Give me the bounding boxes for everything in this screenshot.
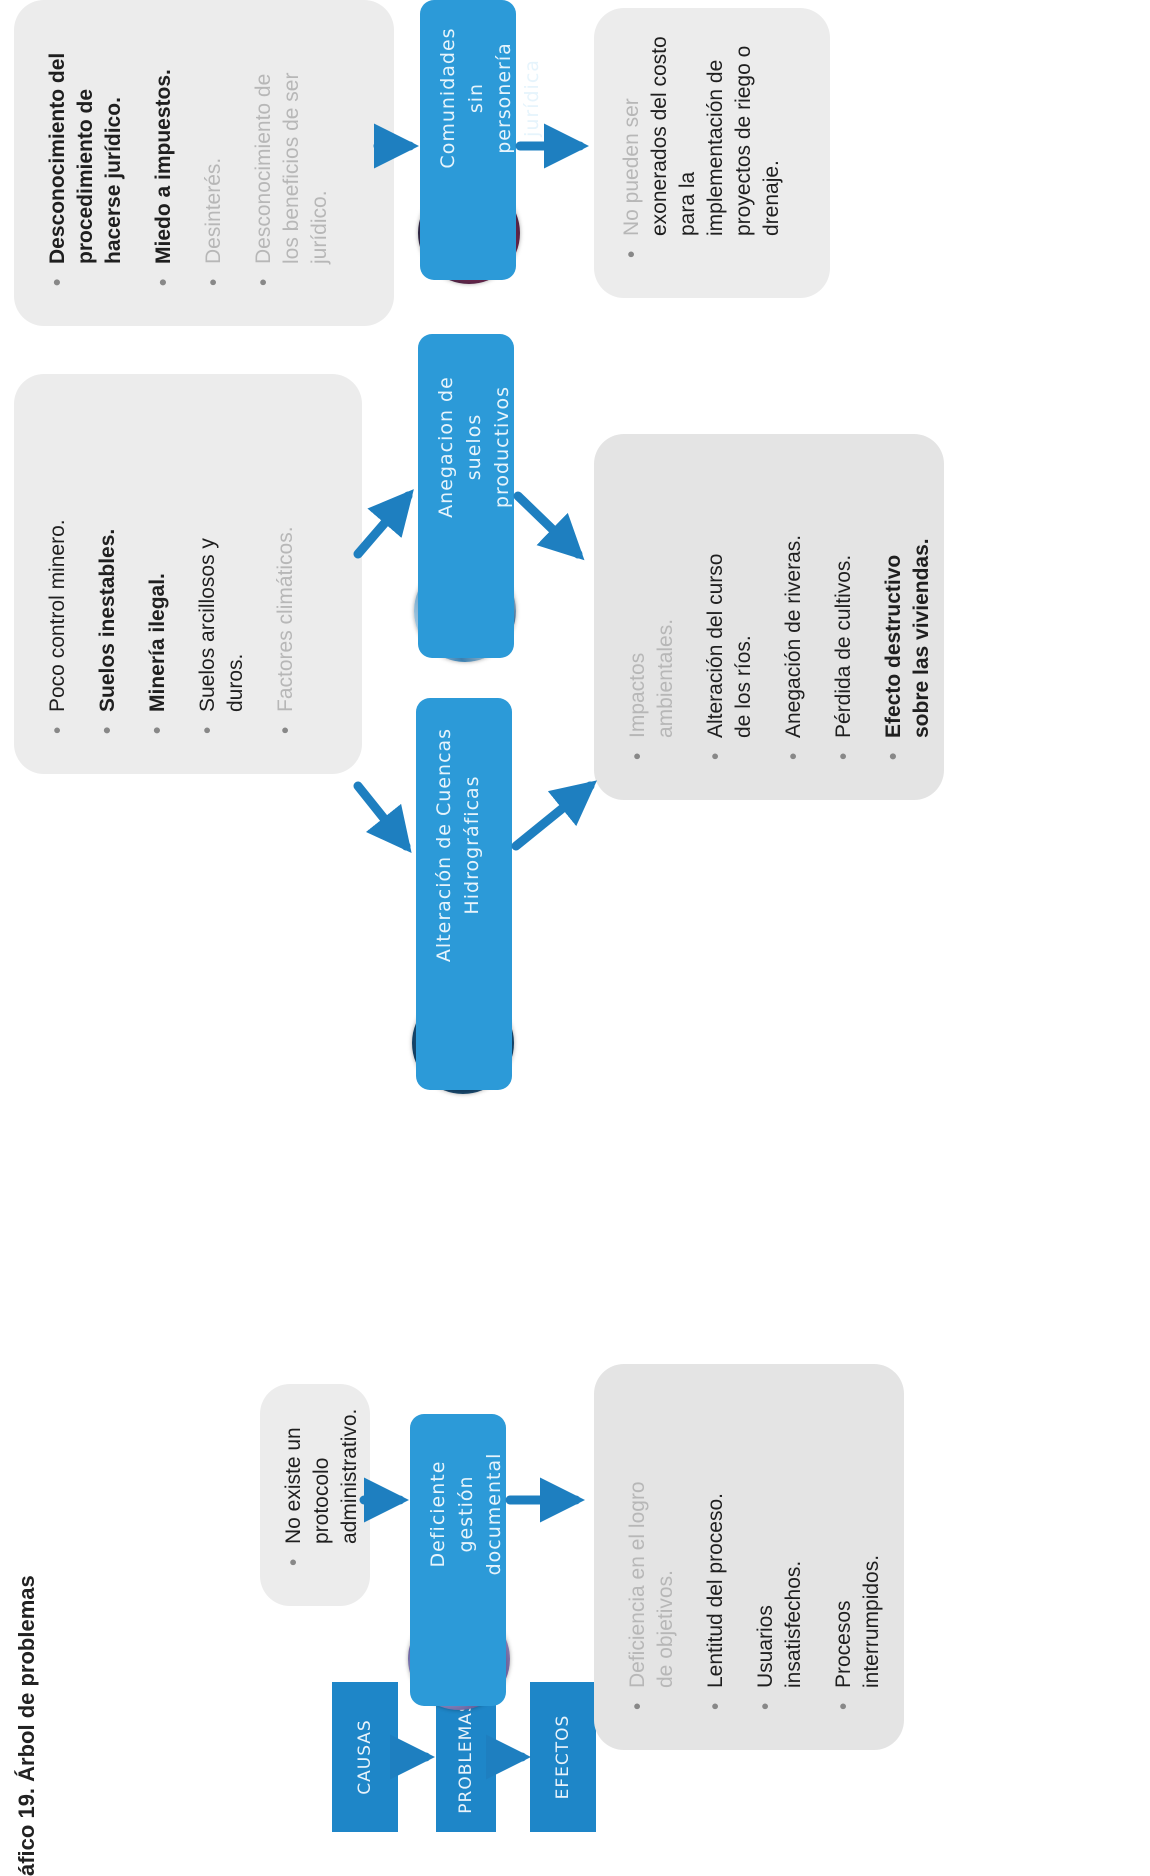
arrow-cuencas-to-effects xyxy=(511,780,597,851)
arrow-suelos-to-effects xyxy=(513,491,585,561)
arrow-cause-to-suelos xyxy=(353,489,414,559)
arrow-cause-to-cuencas xyxy=(353,781,412,854)
